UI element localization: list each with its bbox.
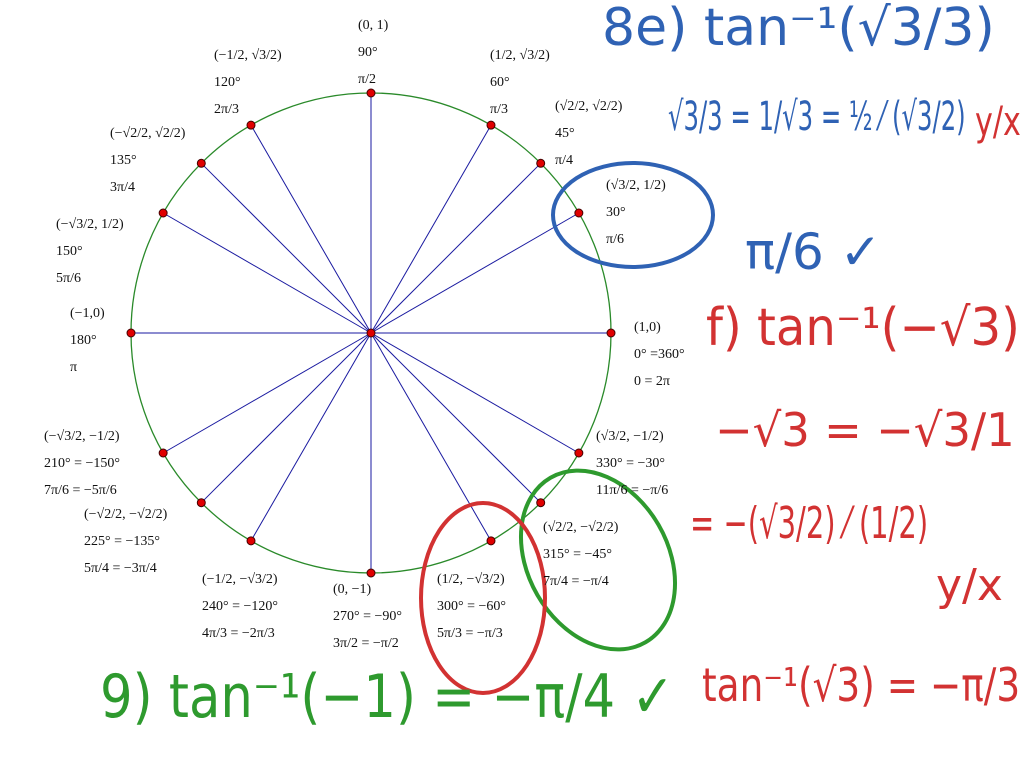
point-150 (158, 208, 168, 218)
point-210 (158, 448, 168, 458)
point-0 (606, 328, 616, 338)
radius-315 (370, 332, 542, 504)
label-225: (−√2/2, −√2/2)225° = −135°5π/4 = −3π/4 (84, 507, 168, 576)
problem-f-title: f) tan⁻¹(−√3) (706, 298, 1020, 358)
point-300 (486, 536, 496, 546)
radius-210 (162, 332, 372, 454)
label-150: (−√3/2, 1/2)150°5π/6 (56, 217, 124, 286)
point-225 (196, 498, 206, 508)
problem-f-step-1: −√3 = −√3/1 (715, 403, 1015, 457)
point-30 (574, 208, 584, 218)
radius-300 (370, 332, 492, 542)
label-45: (√2/2, √2/2)45°π/4 (555, 99, 623, 168)
point-45 (536, 158, 546, 168)
radius-60 (370, 124, 492, 334)
label-210: (−√3/2, −1/2)210° = −150°7π/6 = −5π/6 (44, 429, 120, 498)
point-315 (536, 498, 546, 508)
radius-30 (370, 212, 580, 334)
problem-8e-title: 8e) tan⁻¹(√3/3) (602, 0, 995, 58)
red-highlight-circle (419, 501, 547, 695)
label-0: (1,0)0° =360°0 = 2π (634, 320, 685, 389)
label-135: (−√2/2, √2/2)135°3π/4 (110, 126, 186, 195)
problem-f-step-2: = −(√3/2) ⁄ (1/2) (690, 498, 929, 549)
label-180: (−1,0)180°π (70, 306, 105, 375)
label-330: (√3/2, −1/2)330° = −30°11π/6 = −π/6 (596, 429, 669, 498)
label-30: (√3/2, 1/2)30°π/6 (606, 178, 666, 247)
point-330 (574, 448, 584, 458)
radius-225 (200, 332, 372, 504)
radius-45 (370, 162, 542, 334)
point-90 (366, 88, 376, 98)
problem-f-y-over-x: y/x (936, 560, 1003, 611)
point-120 (246, 120, 256, 130)
radius-150 (162, 212, 372, 334)
green-highlight-circle (518, 468, 678, 652)
label-120: (−1/2, √3/2)120°2π/3 (214, 48, 282, 117)
problem-f-answer: tan⁻¹(√3) = −π/3 (702, 658, 1021, 712)
point-270 (366, 568, 376, 578)
label-60: (1/2, √3/2)60°π/3 (490, 48, 550, 117)
point-240 (246, 536, 256, 546)
point-180 (126, 328, 136, 338)
point-60 (486, 120, 496, 130)
point-135 (196, 158, 206, 168)
radius-135 (200, 162, 372, 334)
label-90: (0, 1)90°π/2 (358, 18, 389, 87)
blue-highlight-circle (551, 161, 715, 269)
origin-point (366, 328, 376, 338)
problem-8e-answer: π/6 ✓ (745, 223, 882, 281)
label-270: (0, −1)270° = −90°3π/2 = −π/2 (333, 582, 402, 651)
problem-8e-y-over-x: y/x (975, 99, 1021, 145)
label-315: (√2/2, −√2/2)315° = −45°7π/4 = −π/4 (543, 520, 619, 589)
label-240: (−1/2, −√3/2)240° = −120°4π/3 = −2π/3 (202, 572, 278, 641)
radius-120 (250, 124, 372, 334)
label-300: (1/2, −√3/2)300° = −60°5π/3 = −π/3 (437, 572, 506, 641)
problem-9: 9) tan⁻¹(−1) = −π/4 ✓ (100, 662, 675, 732)
problem-8e-step: √3/3 = 1/√3 = ½ ⁄ (√3/2) (668, 94, 966, 140)
radius-330 (370, 332, 580, 454)
radius-240 (250, 332, 372, 542)
